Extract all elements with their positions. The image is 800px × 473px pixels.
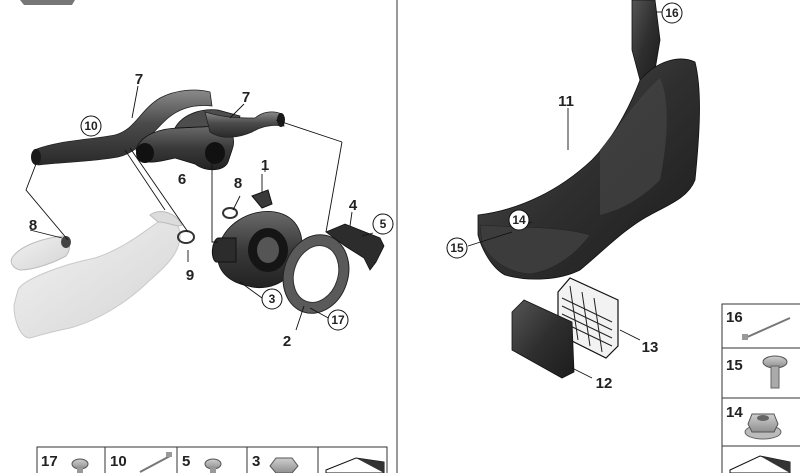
callout-label-9: 11: [558, 93, 574, 110]
callout-circled-label: 15: [450, 241, 464, 255]
manifold-outlet-b: [205, 142, 225, 164]
air-duct-inner: [479, 224, 591, 275]
callout-circled-label: 3: [269, 292, 276, 306]
hose-part-10: [33, 89, 213, 166]
legend-icon-cable-tie-right: [742, 317, 791, 340]
callout-labels: 7 7 6 1 8 8 4 9 2 11 13 12: [29, 71, 659, 392]
callout-circled-label: 16: [665, 6, 679, 20]
hose-elbow-end: [61, 236, 71, 248]
hose-end-right: [277, 113, 285, 127]
legend-right-number-0: 16: [726, 309, 743, 326]
callout-label-11: 12: [596, 375, 613, 392]
callout-circled-label: 5: [380, 217, 387, 231]
callout-label-0: 7: [135, 71, 143, 88]
callout-circle: [327, 309, 349, 331]
callout-label-10: 13: [642, 339, 659, 356]
legend-bottom-number-0: 17: [41, 453, 58, 470]
legend-bottom-number-1: 10: [110, 453, 127, 470]
legend-bottom-number-2: 5: [182, 453, 190, 470]
mount-opening-inner: [257, 237, 279, 263]
callout-circled-1: 5: [372, 213, 394, 235]
hose-elbow-part-8: [10, 235, 70, 271]
callout-circled-5: 14: [508, 209, 530, 231]
bracket-part-1: [251, 189, 273, 209]
air-intake-duct: [13, 218, 181, 339]
hose-end-left: [31, 149, 41, 165]
callout-circled-label: 10: [84, 119, 98, 133]
callout-circled-3: 17: [327, 309, 349, 331]
mount-nozzle: [211, 237, 237, 263]
plate-part-4: [325, 223, 385, 271]
callout-label-1: 7: [242, 89, 250, 106]
legend-icon-shim: [325, 457, 385, 473]
callout-circled-2: 3: [261, 288, 283, 310]
legend-icon-rivet: [71, 458, 89, 473]
callout-label-4: 8: [234, 175, 242, 192]
flap-part-12: [511, 299, 575, 379]
legend-right-number-2: 14: [726, 404, 743, 421]
gasket-hole: [292, 245, 340, 303]
air-duct-highlight: [600, 78, 667, 215]
callout-label-8: 2: [283, 333, 291, 350]
clamp-part-9: [177, 230, 195, 244]
callout-label-3: 1: [261, 157, 269, 174]
callout-circled-0: 10: [80, 115, 102, 137]
legend-icon-flange-nut: [744, 413, 782, 440]
legend-right: 16 15 14: [721, 303, 800, 473]
legend-right-number-1: 15: [726, 357, 743, 374]
callout-label-5: 8: [29, 217, 37, 234]
leader-lines-left: [25, 85, 374, 331]
cut-off-fragment: [20, 0, 75, 5]
callout-label-7: 9: [186, 267, 194, 284]
callout-circled-6: 15: [446, 237, 468, 259]
legend-icon-nut: [269, 457, 299, 473]
callout-label-2: 6: [178, 171, 186, 188]
callout-circled-4: 16: [661, 2, 683, 24]
callout-circled-label: 17: [331, 313, 345, 327]
legend-bottom-number-3: 3: [252, 453, 260, 470]
callout-circle: [446, 237, 468, 259]
hose-part-7-right: [204, 111, 285, 138]
legend-icon-clip: [204, 458, 222, 473]
callout-circle: [372, 213, 394, 235]
legend-icon-screw: [762, 355, 788, 389]
manifold-outlet-a: [136, 143, 154, 163]
air-intake-duct-lip: [149, 211, 183, 227]
callout-circle: [80, 115, 102, 137]
callout-label-6: 4: [349, 197, 358, 214]
legend-icon-cable-tie: [139, 452, 172, 473]
clamp-part-8: [222, 207, 238, 219]
legend-bottom: 17 10 5 3: [36, 446, 388, 473]
callout-circle: [261, 288, 283, 310]
callout-circle: [661, 2, 683, 24]
callout-circle: [508, 209, 530, 231]
callout-circled-label: 14: [512, 213, 526, 227]
